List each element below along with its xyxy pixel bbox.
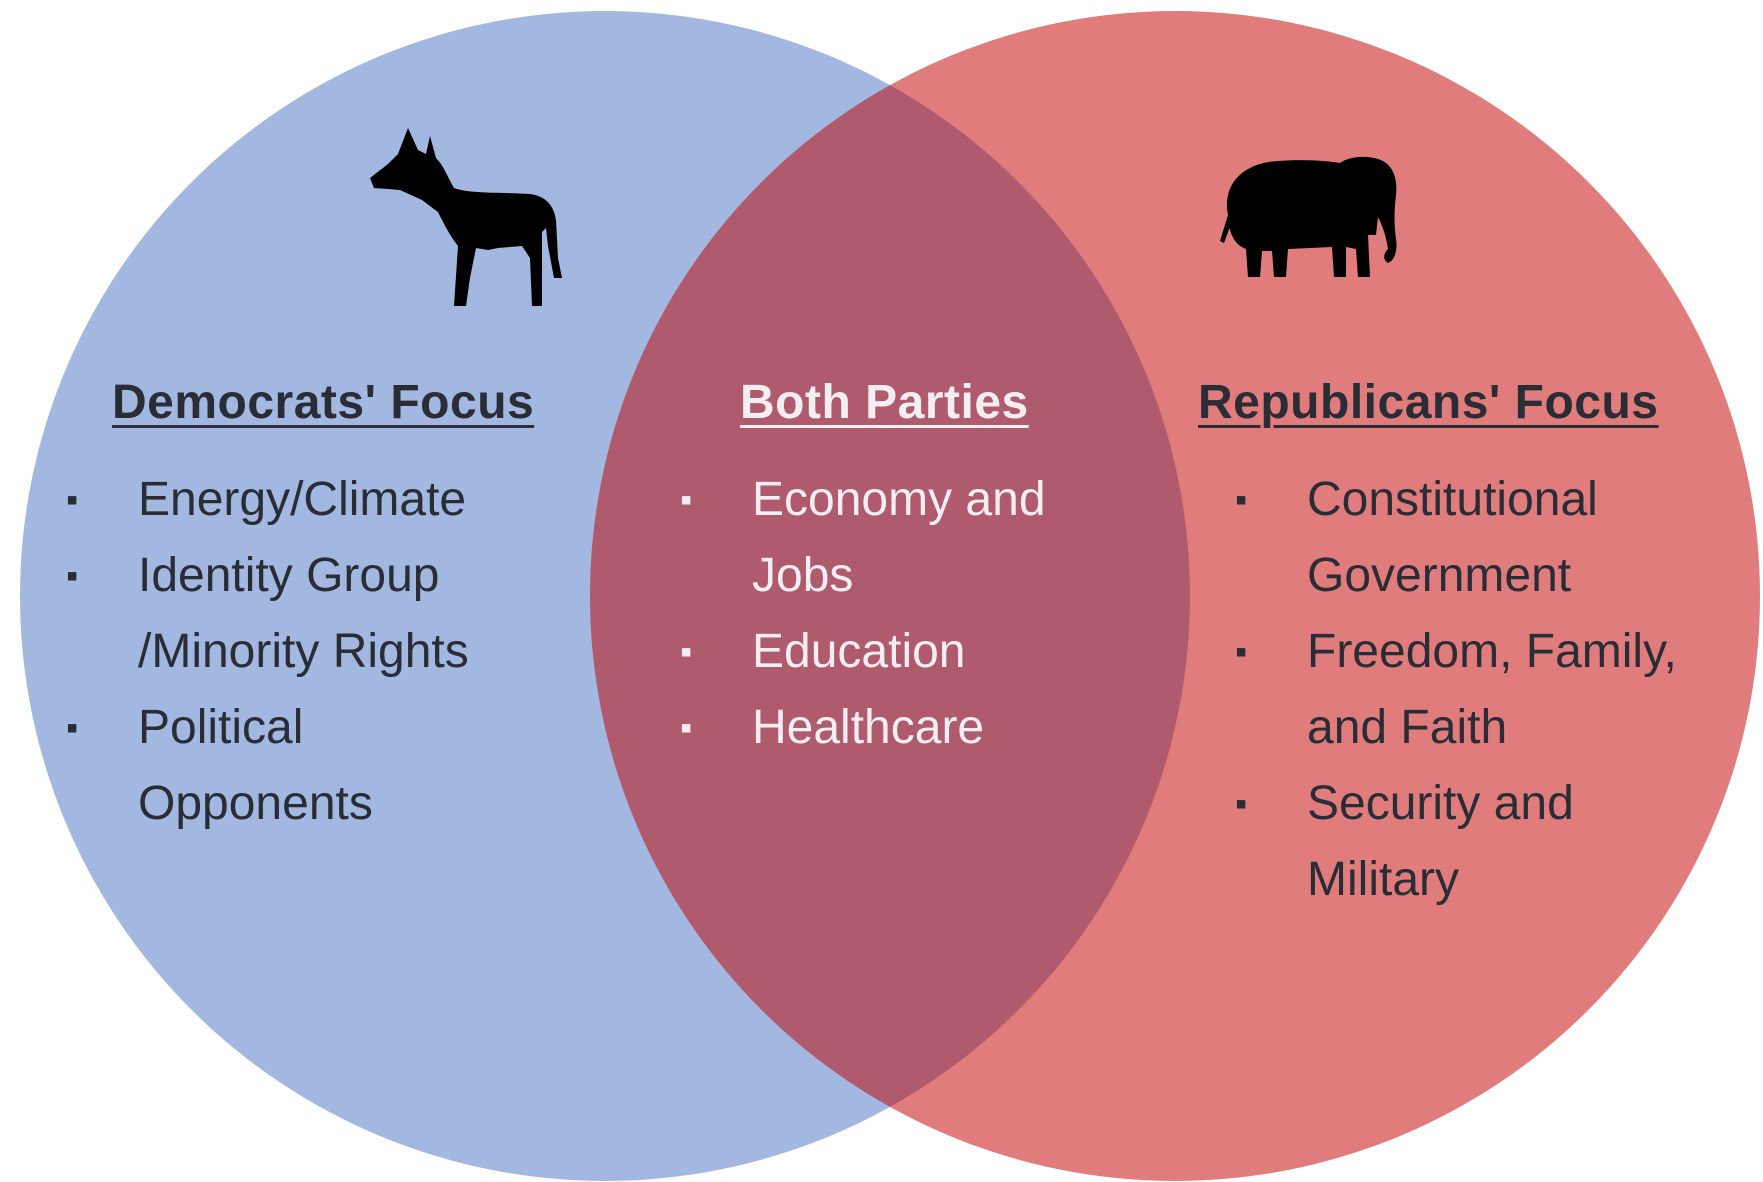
- democrats-item: Political Opponents: [66, 690, 438, 842]
- both-parties-heading: Both Parties: [740, 376, 1029, 429]
- both-parties-list: Economy and Jobs Education Healthcare: [680, 462, 1120, 766]
- republicans-item: Security and Military: [1235, 766, 1647, 918]
- both-parties-item: Education: [680, 614, 1120, 690]
- democrats-heading: Democrats' Focus: [112, 376, 535, 429]
- democrats-item: Identity Group /Minority Rights: [66, 538, 586, 690]
- republicans-heading: Republicans' Focus: [1198, 376, 1659, 429]
- overlap-region: [590, 11, 1190, 1181]
- republicans-item: Freedom, Family, and Faith: [1235, 614, 1755, 766]
- both-parties-item: Economy and Jobs: [680, 462, 1120, 614]
- republicans-item: Constitutional Government: [1235, 462, 1687, 614]
- both-parties-item: Healthcare: [680, 690, 1120, 766]
- donkey-icon: [370, 128, 562, 306]
- elephant-icon: [1220, 156, 1397, 277]
- democrats-item: Energy/Climate: [66, 462, 586, 538]
- republicans-list: Constitutional Government Freedom, Famil…: [1235, 462, 1755, 918]
- democrats-list: Energy/Climate Identity Group /Minority …: [66, 462, 586, 842]
